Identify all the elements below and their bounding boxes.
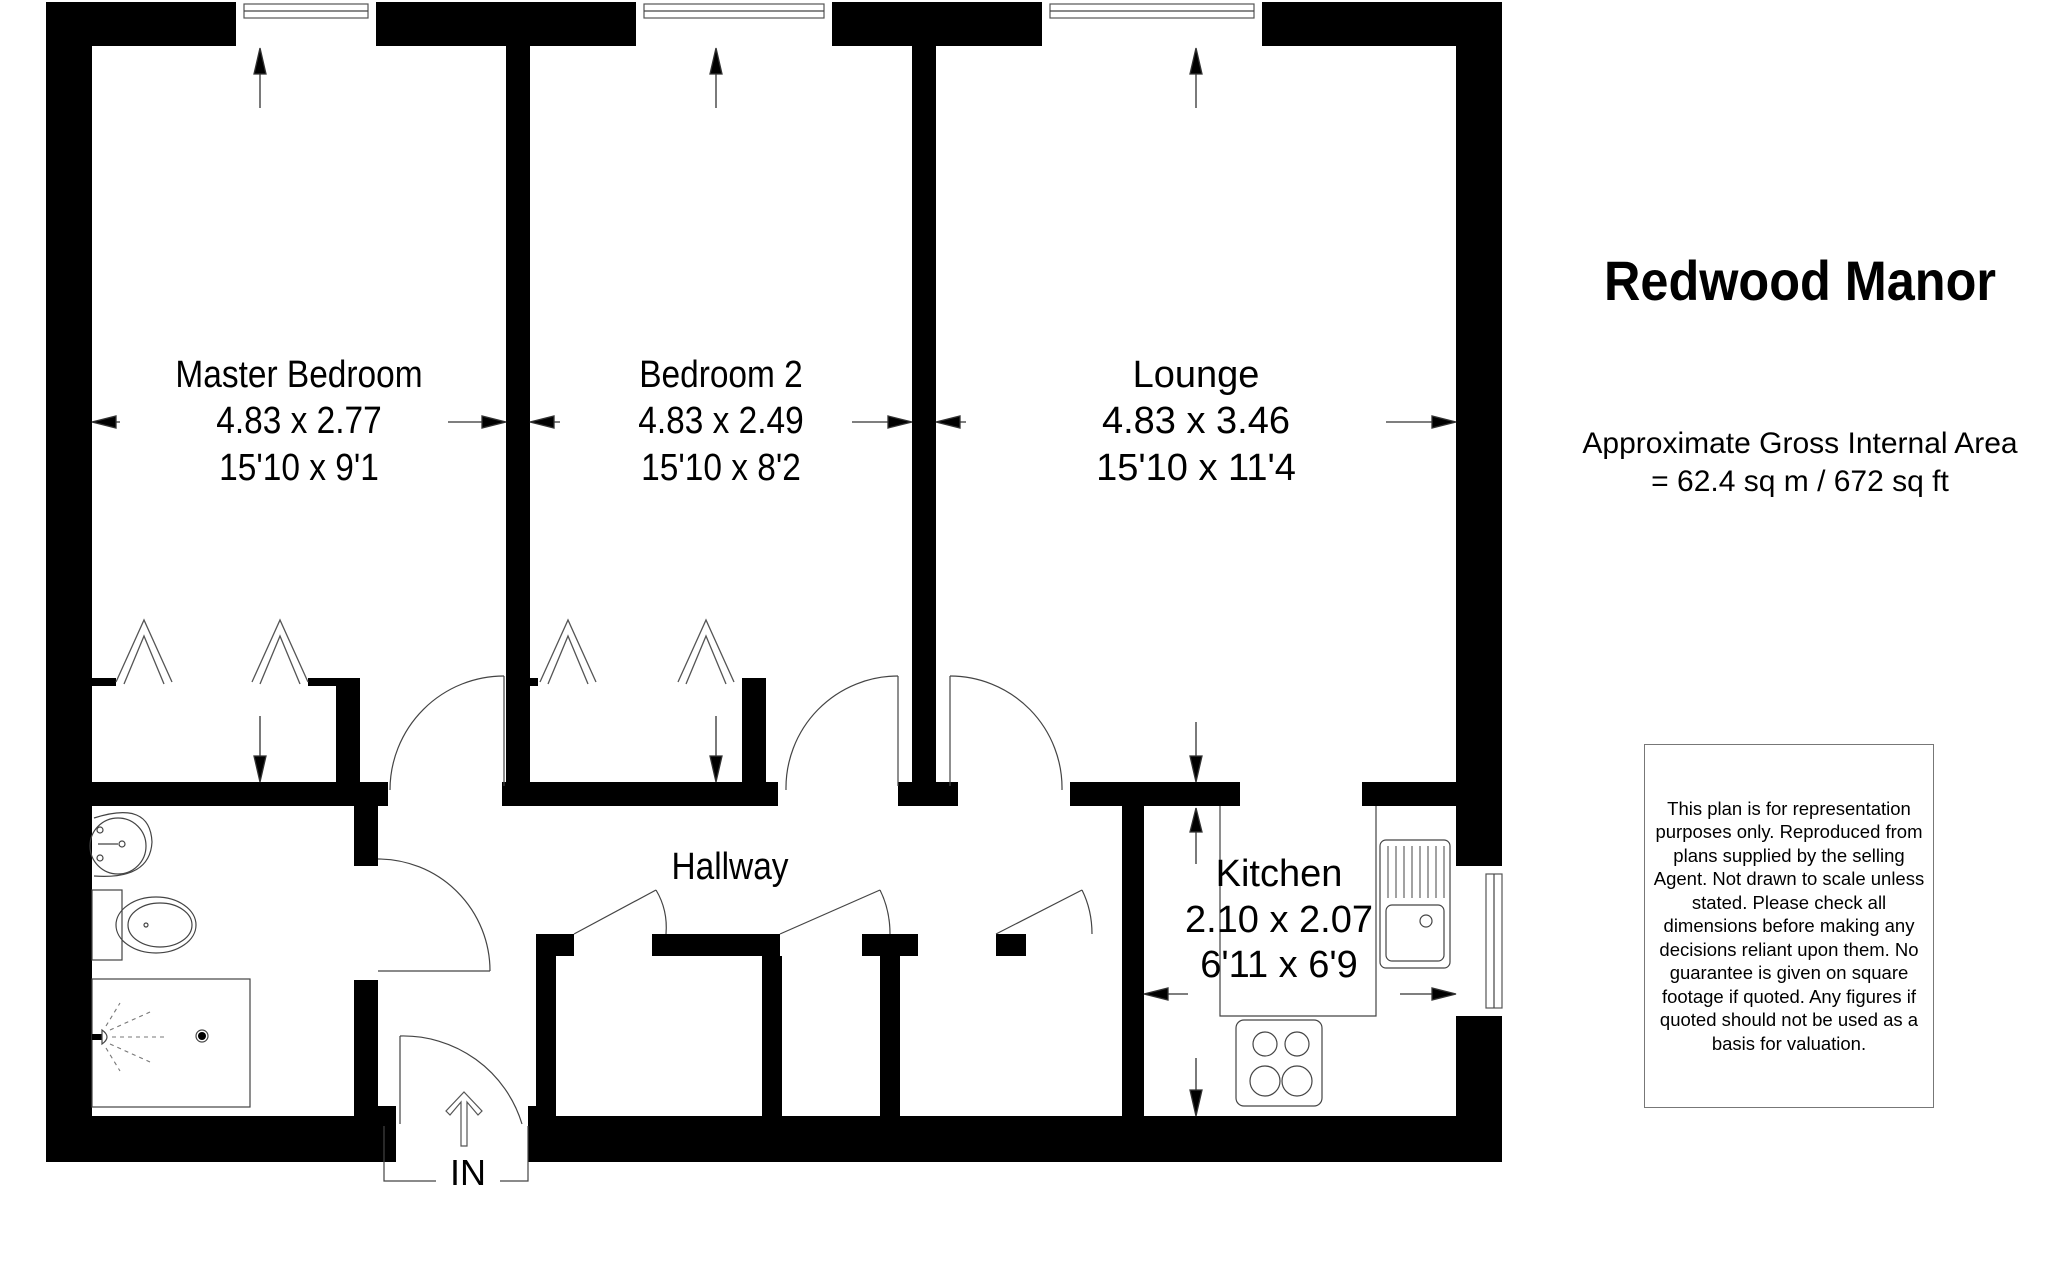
room-imperial: 15'10 x 8'2 [641,446,801,489]
kitchen-worktop [1219,806,1377,1017]
window-bedroom-2 [636,2,832,46]
room-imperial: 6'11 x 6'9 [1200,944,1358,987]
room-imperial: 15'10 x 11'4 [1096,446,1296,489]
gia-value: = 62.4 sq m / 672 sq ft [1651,464,1949,498]
gia-label: Approximate Gross Internal Area [1582,427,2018,460]
room-metric: 4.83 x 3.46 [1101,400,1291,443]
window-kitchen [1456,866,1503,1016]
room-label-lounge: Lounge 4.83 x 3.46 15'10 x 11'4 [936,352,1456,491]
hob-icon [1235,1019,1323,1107]
room-metric: 4.83 x 2.77 [216,400,382,443]
kitchen-sink-icon [1379,839,1451,969]
window-lounge [1042,2,1262,46]
disclaimer-box: This plan is for representation purposes… [1644,744,1934,1108]
shower-icon [91,978,251,1108]
gross-internal-area: Approximate Gross Internal Area = 62.4 s… [1560,425,2040,500]
room-name: Kitchen [1215,853,1343,895]
room-name: Bedroom 2 [639,354,803,396]
room-label-kitchen: Kitchen 2.10 x 2.07 6'11 x 6'9 [1144,852,1414,989]
room-name: Master Bedroom [175,354,423,396]
toilet-icon [91,889,197,961]
room-metric: 4.83 x 2.49 [638,400,804,443]
wardrobe-doors [115,618,735,685]
room-imperial: 15'10 x 9'1 [219,446,379,489]
room-label-master-bedroom: Master Bedroom 4.83 x 2.77 15'10 x 9'1 [92,352,506,491]
wash-basin-icon [89,812,153,877]
interior-walls [92,46,1456,1124]
room-label-bedroom-2: Bedroom 2 4.83 x 2.49 15'10 x 8'2 [530,352,912,491]
window-master-bedroom [236,2,376,46]
door-swings [377,675,1093,1125]
entrance-label: IN [438,1152,498,1194]
room-name: Hallway [671,846,789,888]
dimension-arrows [91,47,1457,1117]
room-label-hallway: Hallway [620,844,840,890]
entrance-arrow-icon [383,1091,529,1182]
room-name: Lounge [1132,354,1260,396]
disclaimer-text: This plan is for representation purposes… [1653,797,1925,1054]
property-title: Redwood Manor [1604,249,1996,312]
room-metric: 2.10 x 2.07 [1184,898,1374,941]
